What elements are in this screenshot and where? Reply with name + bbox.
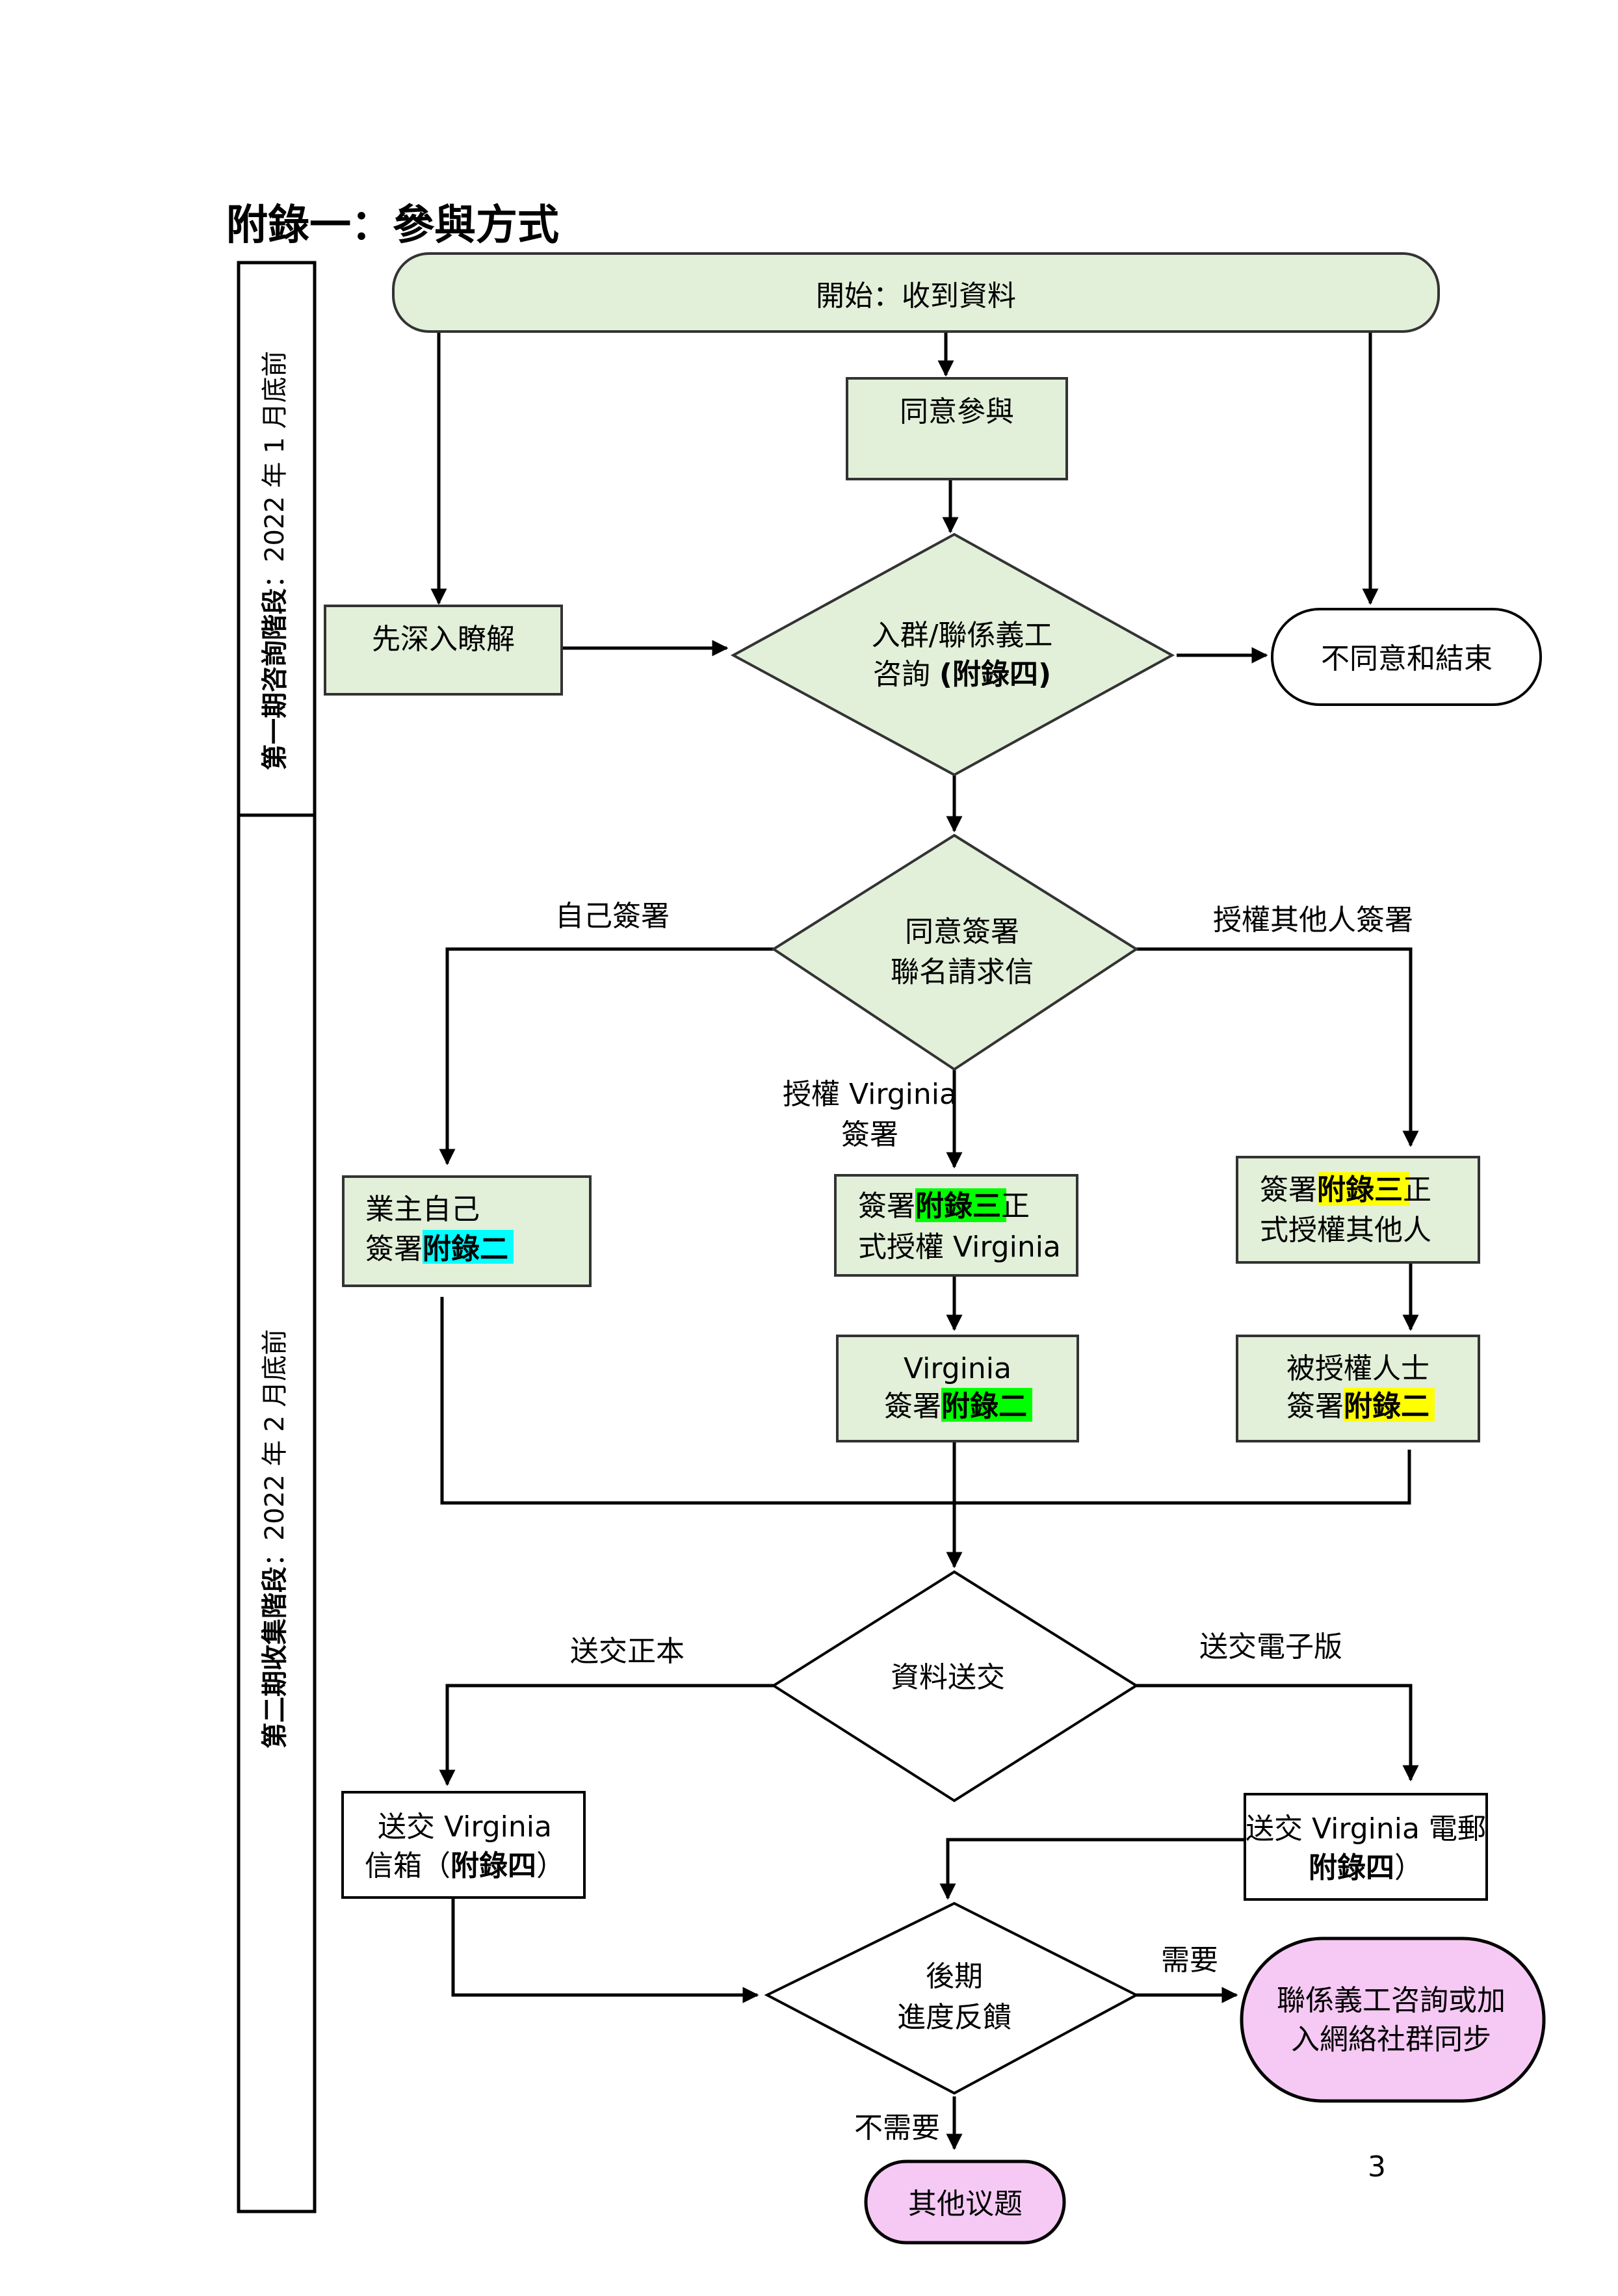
svg-text:同意參與: 同意參與 [900, 395, 1014, 428]
start-node: 開始：收到資料 [392, 252, 1440, 333]
connectors [430, 332, 1419, 2150]
svg-text:後期: 後期 [926, 1960, 983, 1993]
authorized-person-sign-node: 被授權人士 簽署附錄二 [1236, 1335, 1480, 1442]
highlight-cyan [423, 1230, 514, 1264]
svg-text:簽署附錄三正: 簽署附錄三正 [858, 1190, 1030, 1223]
svg-text:送交 Virginia: 送交 Virginia [378, 1810, 552, 1844]
phase-1-bar [237, 261, 317, 817]
authorize-others-node: 簽署附錄三正 式授權其他人 [1236, 1156, 1480, 1264]
edge-label-need: 需要 [1161, 1944, 1218, 1977]
svg-text:聯名請求信: 聯名請求信 [891, 956, 1034, 989]
consult-decision: 入群/聯係義工 咨詢 (附錄四) [730, 532, 1175, 777]
other-topics-terminal: 其他议题 [864, 2159, 1066, 2245]
svg-text:簽署附錄二: 簽署附錄二 [1286, 1390, 1429, 1423]
svg-text:簽署附錄二: 簽署附錄二 [884, 1390, 1027, 1423]
svg-text:式授權其他人: 式授權其他人 [1260, 1214, 1431, 1247]
highlight-green [941, 1388, 1032, 1422]
mail-node: 送交 Virginia 信箱（附錄四） [341, 1791, 586, 1899]
email-node: 送交 Virginia 電郵 附錄四） [1244, 1793, 1488, 1901]
understand-node: 先深入瞭解 [324, 605, 563, 696]
phase-2-bar [237, 813, 317, 2213]
page-title: 附錄一：參與方式 [226, 202, 559, 250]
svg-text:簽署附錄二: 簽署附錄二 [365, 1233, 508, 1266]
svg-text:送交 Virginia 電郵: 送交 Virginia 電郵 [1246, 1812, 1486, 1846]
submit-decision: 資料送交 [771, 1570, 1139, 1803]
followup-decision: 後期 進度反饋 [764, 1901, 1140, 2095]
owner-sign-node: 業主自己 簽署附錄二 [342, 1175, 592, 1287]
edge-label-no-need: 不需要 [854, 2111, 940, 2145]
edge-label-auth-virginia-2: 簽署 [841, 1118, 898, 1151]
svg-text:進度反饋: 進度反饋 [897, 2001, 1011, 2034]
svg-text:開始：收到資料: 開始：收到資料 [816, 280, 1016, 313]
svg-text:簽署附錄三正: 簽署附錄三正 [1260, 1173, 1431, 1207]
edge-label-paper: 送交正本 [570, 1635, 685, 1668]
highlight-green [915, 1188, 1006, 1222]
svg-text:同意簽署: 同意簽署 [905, 915, 1019, 948]
svg-text:其他议题: 其他议题 [908, 2187, 1023, 2221]
edge-label-auth-other: 授權其他人簽署 [1213, 904, 1413, 937]
svg-text:聯係義工咨詢或加: 聯係義工咨詢或加 [1277, 1984, 1506, 2017]
page-number: 3 [1368, 2150, 1386, 2184]
svg-text:資料送交: 資料送交 [891, 1661, 1005, 1694]
svg-text:咨詢 (附錄四): 咨詢 (附錄四) [873, 658, 1051, 691]
svg-text:入群/聯係義工: 入群/聯係義工 [872, 619, 1053, 652]
highlight-yellow [1344, 1388, 1435, 1422]
svg-text:入網絡社群同步: 入網絡社群同步 [1291, 2023, 1491, 2056]
authorize-virginia-node: 簽署附錄三正 式授權 Virginia [834, 1174, 1078, 1277]
sign-decision: 同意簽署 聯名請求信 [771, 833, 1139, 1071]
edge-label-self-sign: 自己簽署 [555, 900, 670, 933]
svg-text:業主自己: 業主自己 [365, 1193, 480, 1226]
svg-text:式授權 Virginia: 式授權 Virginia [858, 1231, 1061, 1264]
virginia-sign-node: Virginia 簽署附錄二 [836, 1335, 1079, 1442]
disagree-terminal: 不同意和結束 [1271, 608, 1542, 706]
svg-text:先深入瞭解: 先深入瞭解 [372, 623, 515, 656]
agree-node: 同意參與 [846, 377, 1068, 480]
phase-2-label: 第二期收集階段：2022 年 2 月底前 [260, 1329, 290, 1749]
svg-text:不同意和結束: 不同意和結束 [1321, 642, 1493, 675]
svg-text:信箱（附錄四）: 信箱（附錄四） [365, 1849, 565, 1883]
svg-text:被授權人士: 被授權人士 [1286, 1352, 1429, 1385]
svg-text:Virginia: Virginia [904, 1352, 1011, 1385]
highlight-yellow [1318, 1172, 1409, 1206]
edge-label-auth-virginia: 授權 Virginia [783, 1078, 957, 1111]
edge-label-electronic: 送交電子版 [1199, 1630, 1342, 1663]
contact-volunteer-terminal: 聯係義工咨詢或加 入網絡社群同步 [1240, 1937, 1546, 2103]
svg-text:附錄四）: 附錄四） [1309, 1851, 1423, 1885]
phase-1-label: 第一期咨詢階段：2022 年 1 月底前 [260, 351, 290, 770]
